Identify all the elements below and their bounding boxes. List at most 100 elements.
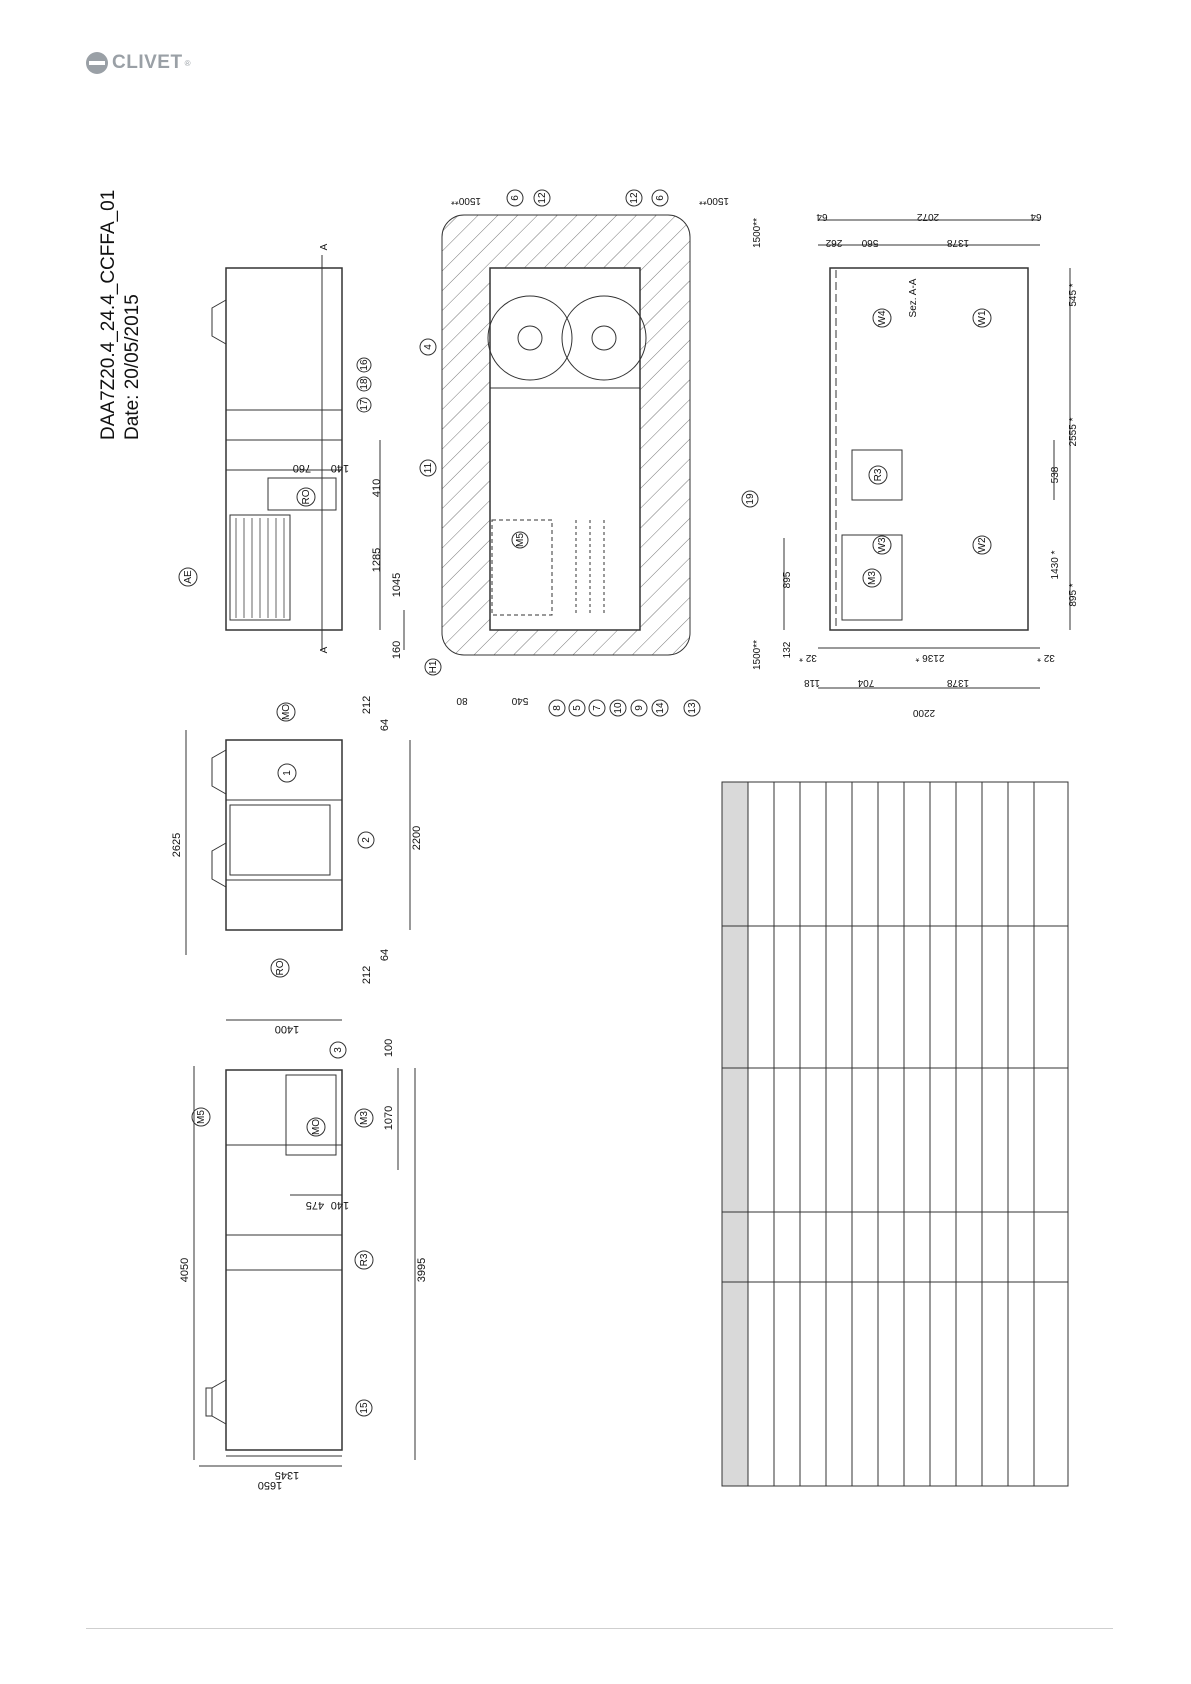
section-r3-box (851, 449, 903, 501)
end-view-body (225, 739, 343, 931)
dim-side-475: 475 (306, 1199, 324, 1211)
dim-side-1650: 1650 (258, 1479, 282, 1491)
marker-w1: W1 (977, 310, 988, 325)
dim-end-64b: 64 (379, 949, 391, 961)
marker-13: 13 (687, 702, 698, 714)
side-view-labels: 4050 3995 1345 1650 1400 100 1070 475 14… (179, 1023, 428, 1491)
dim-side-4050: 4050 (179, 1258, 191, 1282)
brand-name: CLIVET (112, 52, 183, 73)
dim-sec-704: 704 (857, 677, 874, 688)
fan-2 (561, 295, 647, 381)
marker-14: 14 (655, 702, 666, 714)
dim-end-212b: 212 (361, 966, 373, 984)
marker-6a: 6 (510, 195, 521, 201)
dim-sec-32a: 32 * (799, 652, 817, 663)
dim-sec-32b: 32 * (1037, 652, 1055, 663)
dim-sec-262: 262 (825, 237, 842, 248)
dim-side-1070: 1070 (383, 1106, 395, 1130)
marker-3-side: 3 (333, 1047, 344, 1053)
dim-sec-2555: 2555 * (1068, 417, 1079, 446)
marker-2-end: 2 (361, 837, 372, 843)
dim-side-3995: 3995 (416, 1258, 428, 1282)
dim-side-1400: 1400 (275, 1023, 299, 1035)
top-view-coil-ae (229, 514, 291, 621)
dim-side-140: 140 (331, 1199, 349, 1211)
dim-end-212a: 212 (361, 696, 373, 714)
compressor-zone (491, 519, 553, 616)
dim-side-1345: 1345 (275, 1469, 299, 1481)
fan-1 (487, 295, 573, 381)
dim-top-760: 760 (293, 462, 311, 474)
marker-16: 16 (359, 359, 370, 371)
marker-12a: 12 (537, 192, 548, 204)
side-view-damper-mo (285, 1074, 337, 1156)
marker-a-bottom: A (319, 646, 330, 653)
marker-h1: H1 (428, 660, 439, 673)
dim-end-2200: 2200 (411, 826, 423, 850)
marker-8: 8 (552, 705, 563, 711)
dim-end-64a: 64 (379, 719, 391, 731)
marker-mo-end: MO (281, 704, 292, 720)
marker-4: 4 (423, 344, 434, 350)
dim-top-1045: 1045 (391, 573, 403, 597)
marker-6b: 6 (655, 195, 666, 201)
marker-ae: AE (183, 570, 194, 584)
section-view (783, 219, 1071, 689)
section-body (829, 267, 1029, 631)
marker-w3: W3 (877, 537, 888, 552)
clear-1500-c: 1500** (752, 218, 763, 248)
dim-sec-132: 132 (782, 641, 793, 658)
plan-view (441, 214, 691, 656)
brand-logo: CLIVET ® (86, 52, 190, 74)
marker-12b: 12 (629, 192, 640, 204)
dim-sec-2072: 2072 (916, 211, 939, 222)
table-row-lines (773, 782, 1035, 1486)
marker-w4: W4 (877, 310, 888, 325)
dim-end-2625: 2625 (171, 833, 183, 857)
marker-7: 7 (592, 705, 603, 711)
section-title: Sez. A-A (908, 278, 919, 317)
dim-plan-80: 80 (456, 695, 468, 706)
section-m3-box (841, 534, 903, 621)
end-view-fan-2 (211, 842, 227, 888)
end-view-fan-1 (211, 749, 227, 795)
marker-5: 5 (572, 705, 583, 711)
end-view (185, 730, 411, 955)
dim-side-100: 100 (383, 1039, 395, 1057)
dim-sec-538: 538 (1050, 466, 1061, 483)
dim-top-1285: 1285 (371, 548, 383, 572)
dim-top-160: 160 (391, 641, 403, 659)
dim-sec-1378-bottom: 1378 (946, 677, 969, 688)
dim-sec-2136: 2136 * (915, 652, 944, 663)
side-view-fan-1 (211, 1379, 227, 1425)
clear-1500-d: 1500** (752, 640, 763, 670)
top-view-damper-ro (267, 477, 337, 511)
marker-m3-side: M3 (359, 1111, 370, 1125)
marker-9: 9 (634, 705, 645, 711)
marker-1-end: 1 (282, 770, 293, 776)
marker-mo-side: MO (311, 1119, 322, 1135)
table-header-column (721, 781, 749, 1487)
dim-plan-540: 540 (511, 695, 528, 706)
marker-17: 17 (359, 399, 370, 411)
marker-m5-plan: M5 (515, 533, 526, 547)
marker-w2: W2 (977, 537, 988, 552)
clivet-logo-icon (86, 52, 108, 74)
marker-r3-sec: R3 (873, 468, 884, 481)
dim-top-140: 140 (331, 462, 349, 474)
dim-sec-1430: 1430 * (1050, 550, 1061, 579)
dim-sec-895l: 895 (782, 571, 793, 588)
dim-sec-545: 545 * (1068, 283, 1079, 306)
marker-19: 19 (745, 493, 756, 505)
trademark-mark: ® (184, 58, 191, 68)
plan-view-body (489, 267, 641, 631)
dim-sec-118: 118 (804, 677, 820, 688)
marker-ro-top: RO (301, 489, 312, 504)
marker-m5-side: M5 (196, 1110, 207, 1124)
end-view-panel (229, 804, 331, 876)
dim-sec-64a: 64 (816, 211, 828, 222)
marker-15-side: 15 (359, 1402, 370, 1414)
clear-1500-a: 1500** (451, 195, 481, 206)
